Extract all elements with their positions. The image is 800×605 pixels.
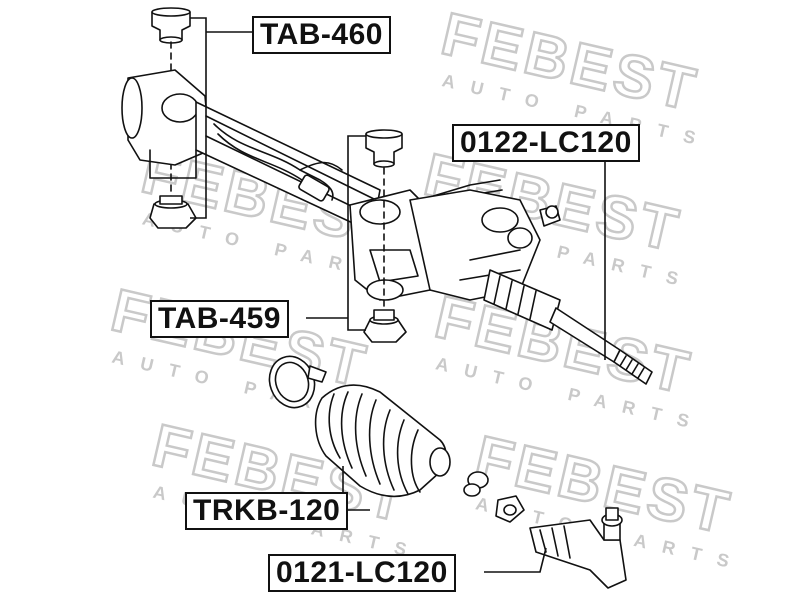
small-clip — [463, 471, 489, 497]
watermark-logo: FEBEST AUTO PARTS — [428, 282, 707, 435]
boot-clamp — [268, 355, 327, 409]
lc0121-leader — [484, 547, 547, 573]
label-tab-460: TAB-460 — [252, 16, 391, 54]
line-fitting — [298, 174, 330, 202]
jam-nut — [495, 495, 525, 523]
tab459-upper-bushing — [365, 129, 403, 168]
rack-left-housing — [121, 69, 211, 179]
label-0122-lc120: 0122-LC120 — [452, 124, 640, 162]
label-0121-lc120: 0121-LC120 — [268, 554, 456, 592]
tab460-leader — [190, 17, 252, 219]
tab460-lower-bushing — [149, 195, 197, 229]
steering-boot — [314, 384, 451, 498]
rack-gear-housing — [409, 189, 561, 301]
inner-tie-rod — [549, 307, 653, 385]
label-trkb-120: TRKB-120 — [185, 492, 349, 530]
tie-rod-end — [529, 507, 627, 589]
rack-right-boot — [483, 269, 561, 331]
label-tab-459: TAB-459 — [150, 300, 289, 338]
tab459-lower-bushing — [363, 309, 407, 343]
tab460-upper-bushing — [151, 7, 191, 44]
tab459-leader — [306, 135, 366, 331]
